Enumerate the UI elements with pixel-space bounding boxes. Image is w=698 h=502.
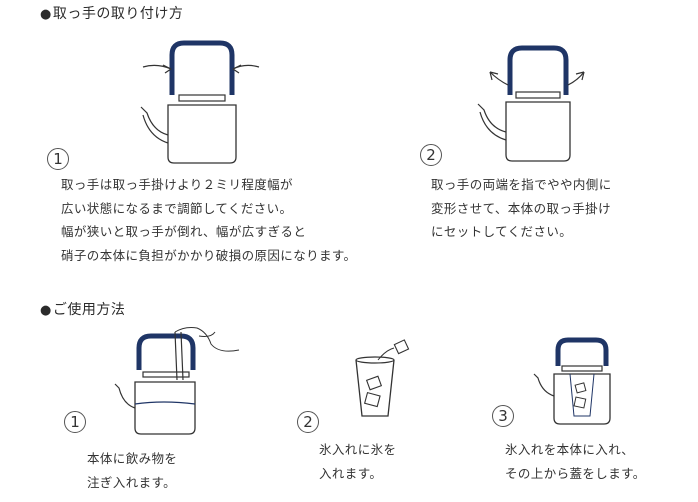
usage-step-number-3: 3	[492, 405, 514, 427]
usage-step-number-1: 1	[64, 411, 86, 433]
instruction-line: 注ぎ入れます。	[87, 474, 177, 490]
step2-instructions: 取っ手の両端を指でやや内側に 変形させて、本体の取っ手掛け にセットしてください…	[431, 173, 612, 244]
instruction-line: 氷入れに氷を	[319, 442, 397, 457]
usage-step1-instructions: 本体に飲み物を 注ぎ入れます。	[87, 447, 177, 494]
section-heading-usage: ●ご使用方法	[40, 299, 125, 319]
kettle-handle-inward-illustration	[140, 40, 260, 164]
instruction-line: 本体に飲み物を	[87, 451, 178, 466]
step-number-1: 1	[47, 148, 69, 170]
instruction-line: 変形させて、本体の取っ手掛け	[431, 200, 611, 216]
instruction-line: 氷入れを本体に入れ、	[505, 442, 635, 457]
heading-text: ご使用方法	[52, 302, 126, 318]
usage-step3-instructions: 氷入れを本体に入れ、 その上から蓋をします。	[505, 438, 646, 485]
step1-instructions: 取っ手は取っ手掛けより２ミリ程度幅が 広い状態になるまで調節してください。 幅が…	[61, 173, 356, 267]
instruction-line: 幅が狭いと取っ手が倒れ、幅が広すぎると	[61, 224, 307, 239]
instruction-line: 硝子の本体に負担がかかり破損の原因になります。	[61, 247, 357, 263]
step-number-2: 2	[420, 144, 442, 166]
instruction-line: 入れます。	[319, 465, 383, 481]
kettle-pouring-illustration	[114, 327, 240, 435]
instruction-line: その上から蓋をします。	[505, 465, 646, 481]
ice-container-illustration	[355, 339, 410, 417]
instruction-line: にセットしてください。	[431, 224, 573, 239]
bullet-icon: ●	[40, 303, 52, 318]
usage-step-number-2: 2	[297, 411, 319, 433]
instruction-line: 取っ手は取っ手掛けより２ミリ程度幅が	[61, 177, 293, 192]
instruction-line: 広い状態になるまで調節してください。	[61, 200, 293, 216]
instruction-line: 取っ手の両端を指でやや内側に	[431, 177, 612, 192]
kettle-with-ice-illustration	[533, 337, 611, 425]
heading-text: 取っ手の取り付け方	[52, 6, 184, 22]
usage-step2-instructions: 氷入れに氷を 入れます。	[319, 438, 396, 485]
bullet-icon: ●	[40, 7, 52, 22]
section-heading-handle-attachment: ●取っ手の取り付け方	[40, 3, 183, 23]
kettle-handle-outward-illustration	[477, 45, 585, 162]
